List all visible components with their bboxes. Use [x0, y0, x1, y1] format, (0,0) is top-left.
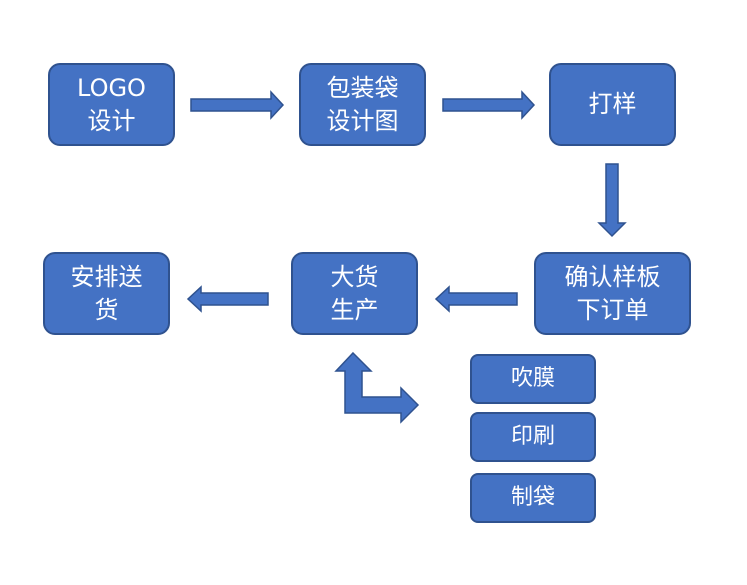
step-label: 确认样板 下订单	[564, 262, 661, 324]
step-label: 打样	[588, 90, 637, 118]
sub-process-label: 吹膜	[510, 366, 555, 391]
sub-process-film-blowing: 吹膜	[470, 354, 596, 404]
sub-process-bag-making: 制袋	[470, 473, 596, 523]
arrow-left-icon	[186, 285, 269, 313]
step-label: LOGO 设计	[77, 73, 146, 135]
step-proofing: 打样	[549, 63, 676, 146]
arrow-left-icon	[434, 285, 518, 313]
step-bag-design: 包装袋 设计图	[299, 63, 426, 146]
step-confirm-sample: 确认样板 下订单	[534, 252, 691, 335]
sub-process-printing: 印刷	[470, 412, 596, 462]
bent-double-arrow-icon	[334, 351, 420, 424]
step-label: 大货 生产	[330, 262, 379, 324]
step-mass-production: 大货 生产	[291, 252, 418, 335]
step-logo-design: LOGO 设计	[48, 63, 175, 146]
sub-process-label: 制袋	[510, 485, 555, 510]
arrow-down-icon	[597, 163, 627, 238]
sub-process-label: 印刷	[510, 424, 555, 449]
arrow-right-icon	[190, 90, 285, 120]
arrow-right-icon	[442, 90, 536, 120]
step-delivery: 安排送 货	[43, 252, 170, 335]
step-label: 包装袋 设计图	[326, 73, 399, 135]
step-label: 安排送 货	[70, 262, 143, 324]
